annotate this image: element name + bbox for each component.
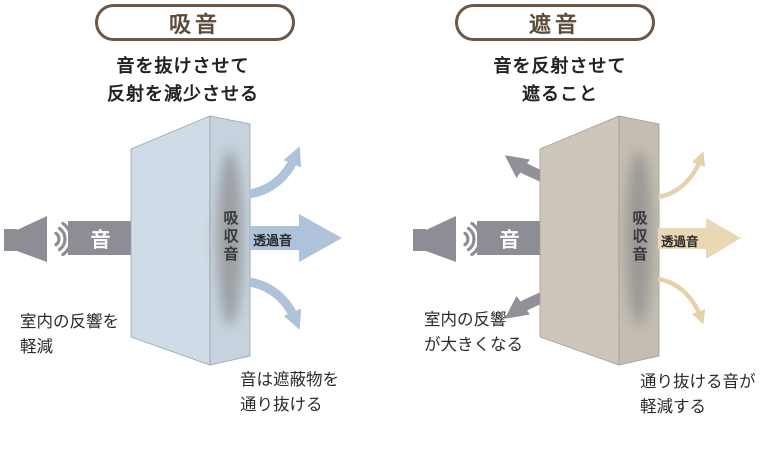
sound-wave-icon: [466, 226, 476, 252]
scatter-arrow-up: [657, 151, 706, 200]
insulation-subtitle-line-2: 遮ること: [522, 84, 598, 104]
transmitted-sound-arrow: [658, 218, 741, 259]
insulation-subtitle: 音を反射させて 遮ること: [440, 52, 680, 108]
scatter-arrow-down: [248, 277, 302, 330]
insulation-title-pill: 遮音: [455, 4, 655, 41]
insulation-transmission-note: 通り抜ける音が 軽減する: [640, 373, 756, 416]
insulation-title: 遮音: [528, 11, 581, 37]
absorption-subtitle-line-2: 反射を減少させる: [107, 84, 259, 104]
speaker-icon: [413, 216, 482, 262]
absorption-subtitle: 音を抜けさせて 反射を減少させる: [63, 52, 303, 108]
insulation-sound-arrow-label: 音: [499, 229, 521, 252]
absorption-sound-arrow-label: 音: [90, 229, 112, 252]
insulation-reflection-note: 室内の反響 が大きくなる: [424, 311, 523, 354]
absorption-transmission-note: 音は遮蔽物を 通り抜ける: [240, 371, 339, 414]
absorption-title-pill: 吸音: [95, 4, 295, 41]
speaker-icon: [4, 216, 73, 262]
sound-wave-icon: [54, 231, 61, 247]
absorption-transmitted-label: 透過音: [253, 233, 293, 248]
insulation-diagram: [413, 115, 741, 366]
absorbing-wall-front-face: [130, 115, 211, 366]
absorbed-sound-smudge: [217, 150, 243, 326]
transmitted-sound-arrow: [250, 214, 342, 262]
insulating-wall-front-face: [539, 115, 620, 366]
insulation-wall-label: 吸収音: [630, 210, 648, 264]
absorption-reflection-note: 室内の反響を 軽減: [20, 313, 119, 356]
sound-wave-icon: [463, 231, 470, 247]
scatter-arrow-up: [248, 146, 302, 199]
absorption-subtitle-line-1: 音を抜けさせて: [116, 56, 250, 76]
absorption-title: 吸音: [168, 11, 221, 37]
insulation-transmitted-label: 透過音: [661, 235, 699, 249]
absorption-wall-label: 吸収音: [221, 210, 239, 264]
absorbed-sound-smudge: [626, 150, 652, 326]
scatter-arrow-down: [657, 276, 706, 325]
sound-wave-icon: [57, 226, 67, 252]
insulation-subtitle-line-1: 音を反射させて: [493, 56, 627, 76]
absorption-diagram: [4, 115, 342, 366]
